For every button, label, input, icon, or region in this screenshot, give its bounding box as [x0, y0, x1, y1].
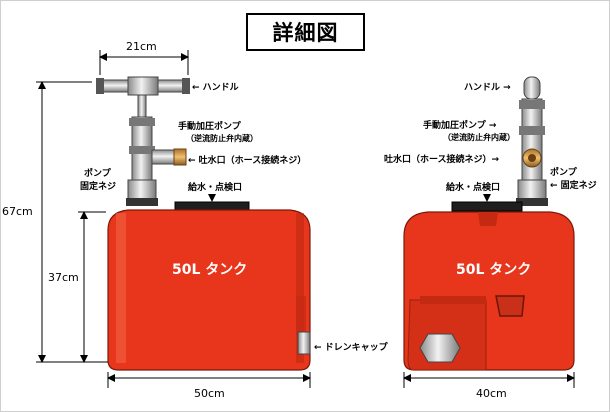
- left-handle-label: ← ハンドル: [192, 82, 239, 93]
- left-pump-rod: [137, 94, 147, 118]
- right-inlet-label: 給水・点検口: [446, 181, 500, 193]
- right-outlet-label: 吐水口（ホース接続ネジ）→: [384, 153, 500, 165]
- right-drain-cap: [419, 333, 461, 363]
- page-title: 詳細図: [246, 13, 365, 51]
- right-pump-sub-label: （逆流防止弁内蔵）: [443, 132, 515, 142]
- left-outlet-nozzle: [173, 148, 187, 166]
- right-fixing-label-1: ポンプ: [550, 166, 578, 178]
- left-tank-body: [107, 209, 311, 371]
- dim-total-label: 67cm: [2, 205, 33, 218]
- right-tank-view: [403, 76, 575, 371]
- left-inlet-label: 給水・点検口: [188, 181, 242, 193]
- dim-width-left-label: 50cm: [194, 387, 225, 400]
- left-outlet-pipe: [151, 149, 175, 165]
- left-pump-sub-label: （逆流防止弁内蔵）: [186, 133, 258, 143]
- right-handle-label: ハンドル →: [464, 82, 511, 93]
- right-grip: [495, 295, 525, 317]
- dim-handle-label: 21cm: [126, 40, 157, 53]
- left-drain-cap: [297, 331, 311, 355]
- dimension-lines: [36, 50, 575, 388]
- right-handle-knob: [523, 76, 541, 100]
- left-drain-label: ← ドレンキャップ: [314, 341, 389, 353]
- page-title-text: 詳細図: [272, 21, 339, 45]
- left-pump-label: 手動加圧ポンプ: [178, 120, 242, 132]
- left-tank-view: [96, 76, 311, 371]
- dim-tank-label: 37cm: [48, 271, 79, 284]
- right-inlet-cap: [451, 201, 523, 212]
- right-tank-label: 50L タンク: [456, 262, 531, 278]
- right-pump-cylinder: [521, 98, 543, 187]
- left-tank-label: 50L タンク: [172, 262, 247, 278]
- right-pump-label: 手動加圧ポンプ →: [423, 119, 497, 131]
- left-fixing-label-2: 固定ネジ: [80, 180, 116, 192]
- left-fixing-label-1: ポンプ: [84, 167, 112, 179]
- dim-width-right-label: 40cm: [476, 387, 507, 400]
- right-fixing-label-2: ← 固定ネジ: [550, 179, 597, 191]
- left-outlet-label: ← 吐水口（ホース接続ネジ）: [188, 154, 306, 166]
